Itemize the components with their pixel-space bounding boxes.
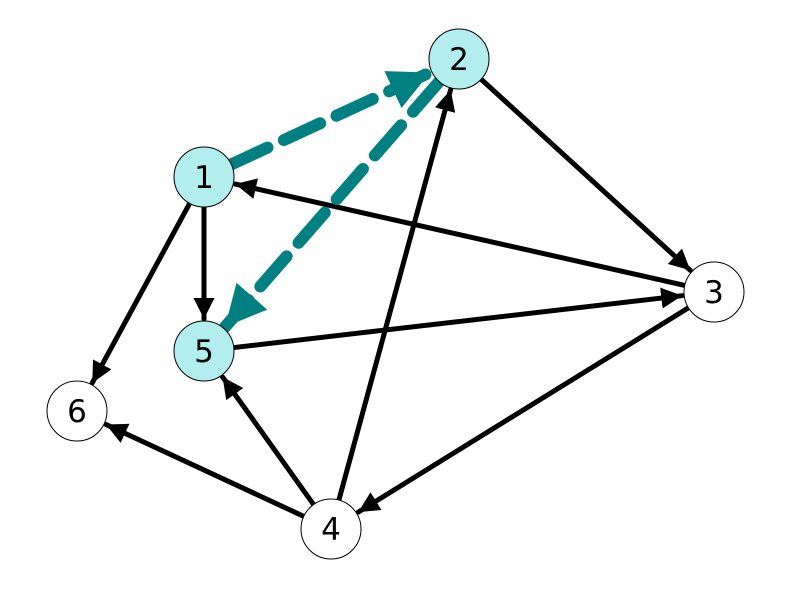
edge-2-to-5 bbox=[219, 75, 446, 333]
edge-4-to-5 bbox=[220, 374, 317, 508]
node-4: 4 bbox=[300, 498, 362, 560]
node-circle bbox=[428, 28, 490, 90]
edge-3-to-1 bbox=[232, 178, 688, 288]
node-6: 6 bbox=[46, 380, 108, 442]
edges-layer bbox=[89, 66, 693, 519]
node-label: 3 bbox=[704, 275, 724, 311]
node-2: 2 bbox=[428, 28, 490, 90]
node-label: 1 bbox=[194, 160, 214, 196]
edge-5-to-3 bbox=[231, 287, 685, 351]
edge-3-to-4 bbox=[355, 305, 691, 515]
edge-1-to-6 bbox=[89, 200, 193, 386]
edge-4-to-6 bbox=[103, 421, 307, 519]
node-circle bbox=[300, 498, 362, 560]
node-label: 5 bbox=[194, 334, 214, 370]
node-1: 1 bbox=[173, 146, 235, 208]
node-5: 5 bbox=[173, 320, 235, 382]
node-label: 2 bbox=[449, 42, 469, 78]
node-circle bbox=[46, 380, 108, 442]
node-circle bbox=[173, 146, 235, 208]
node-3: 3 bbox=[683, 261, 745, 323]
node-circle bbox=[683, 261, 745, 323]
edge-1-to-2 bbox=[225, 66, 436, 171]
nodes-layer: 1 2 3 4 5 6 bbox=[46, 28, 745, 560]
node-circle bbox=[173, 320, 235, 382]
node-label: 4 bbox=[321, 512, 341, 548]
edge-4-to-2 bbox=[336, 87, 456, 503]
edge-2-to-3 bbox=[478, 76, 693, 273]
node-label: 6 bbox=[67, 394, 87, 430]
